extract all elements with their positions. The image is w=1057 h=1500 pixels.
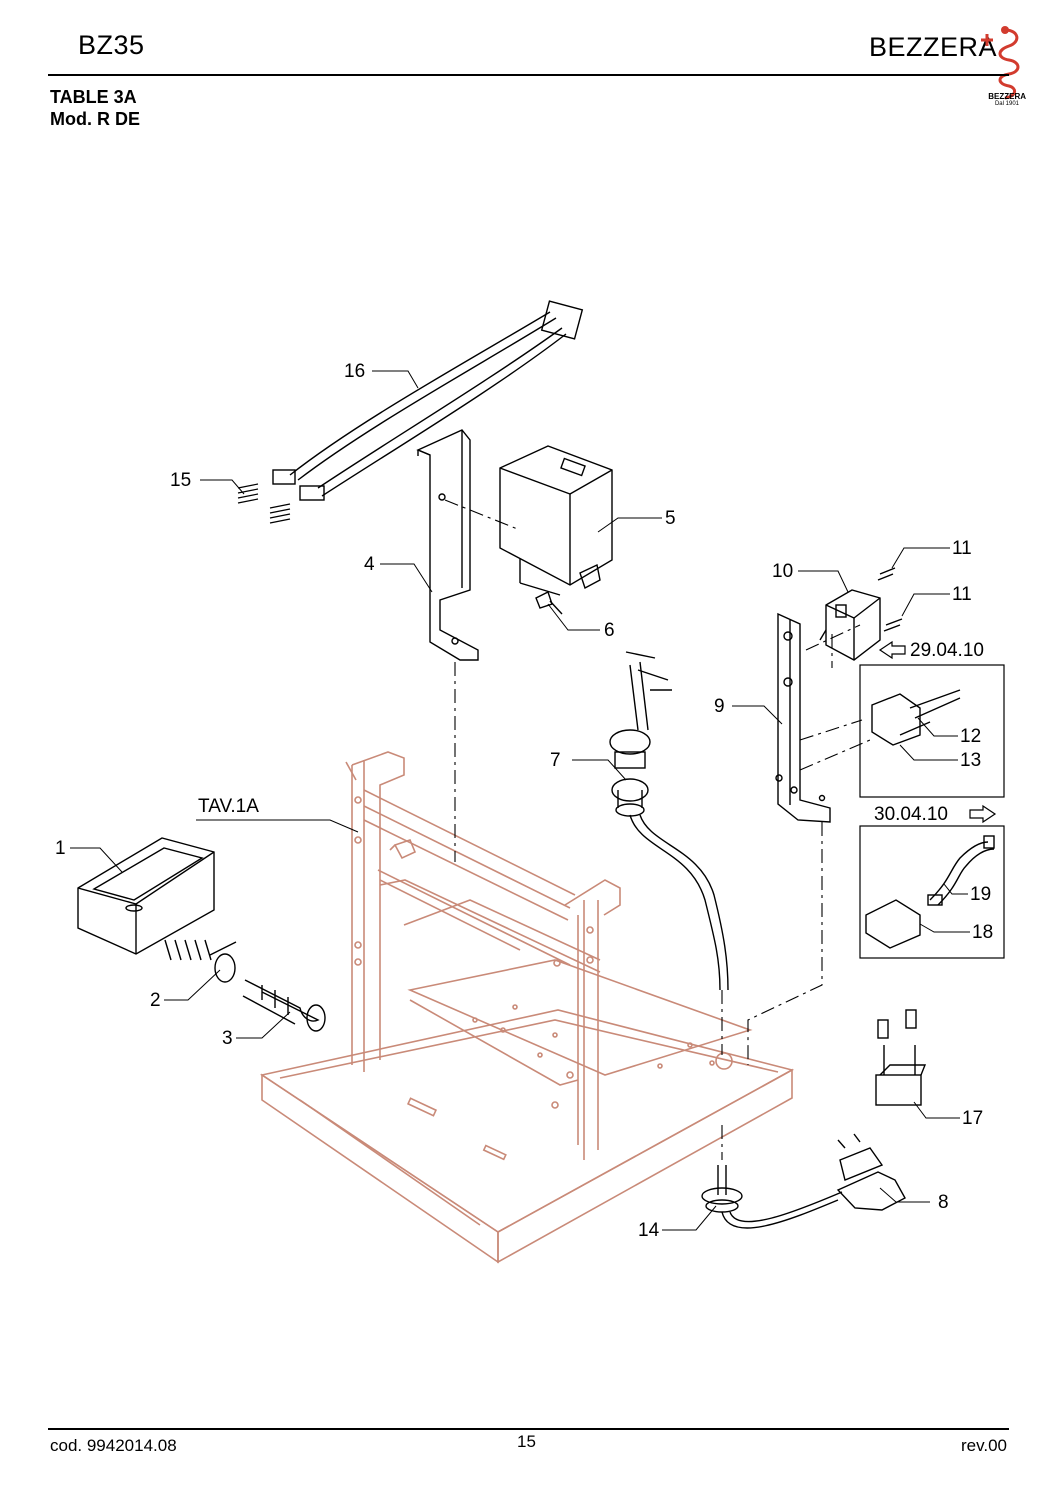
page-number: 15 — [517, 1432, 536, 1451]
document-code: cod. 9942014.08 — [50, 1436, 177, 1455]
label-part-11b: 11 — [952, 584, 972, 605]
label-part-8: 8 — [938, 1192, 949, 1213]
logo-since: Dal 1901 — [994, 101, 1019, 107]
label-part-16: 16 — [344, 361, 365, 382]
model-name: BZ35 — [78, 30, 145, 60]
brand-name: BEZZERA — [868, 32, 997, 62]
label-date-before: 29.04.10 — [910, 640, 984, 661]
header-rule — [48, 74, 1009, 76]
label-part-1: 1 — [55, 838, 66, 859]
table-number: TABLE 3A — [50, 87, 137, 107]
revision: rev.00 — [961, 1436, 1007, 1455]
label-part-7: 7 — [550, 750, 561, 771]
label-part-17: 17 — [962, 1108, 983, 1129]
arrow-left-icon — [878, 640, 906, 660]
label-frame-reference: TAV.1A — [198, 796, 259, 817]
label-part-6: 6 — [604, 620, 615, 641]
label-part-14: 14 — [638, 1220, 660, 1241]
logo-wordmark: BEZZERA — [988, 92, 1026, 101]
label-part-19: 19 — [970, 884, 991, 905]
label-part-2: 2 — [150, 990, 161, 1011]
arrow-right-icon — [969, 804, 997, 824]
frame-outline — [259, 751, 795, 1264]
label-part-10: 10 — [772, 561, 793, 582]
model-variant: Mod. R DE — [50, 109, 140, 129]
label-part-9: 9 — [714, 696, 725, 717]
label-part-4: 4 — [364, 554, 375, 575]
parts-artwork — [77, 300, 1005, 1229]
label-part-15: 15 — [170, 470, 191, 491]
label-part-5: 5 — [665, 508, 676, 529]
label-date-after: 30.04.10 — [874, 804, 948, 825]
leader-lines — [70, 370, 970, 1231]
label-part-12: 12 — [960, 726, 981, 747]
bezzera-logo — [981, 26, 1020, 100]
assembly-guides — [444, 499, 871, 1160]
date-arrows — [878, 640, 997, 824]
label-part-18: 18 — [972, 922, 993, 943]
label-part-3: 3 — [222, 1028, 233, 1049]
footer-rule — [48, 1428, 1009, 1430]
label-part-11a: 11 — [952, 538, 972, 559]
label-part-13: 13 — [960, 750, 981, 771]
table-title: TABLE 3A Mod. R DE — [50, 86, 140, 130]
